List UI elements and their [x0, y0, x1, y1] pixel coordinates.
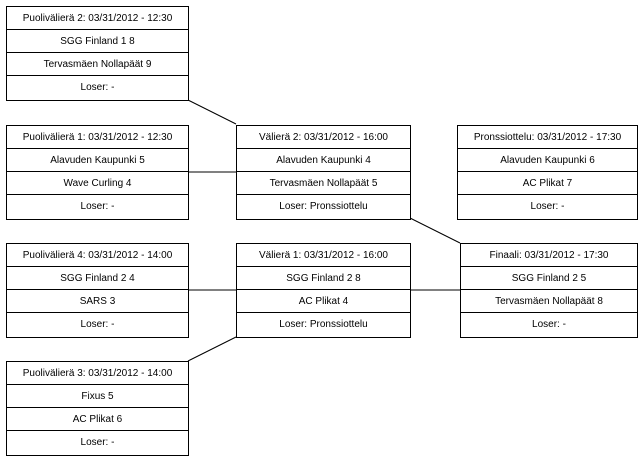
team-1: Fixus 5	[7, 385, 188, 408]
team-1: Alavuden Kaupunki 4	[237, 149, 410, 172]
loser-label: Loser: -	[530, 201, 565, 212]
team-1: SGG Finland 2 8	[237, 267, 410, 290]
loser-label: Loser: Pronssiottelu	[279, 201, 368, 212]
match-header: Puolivälierä 4: 03/31/2012 - 14:00	[7, 244, 188, 267]
match-semifinal-2: Välierä 2: 03/31/2012 - 16:00 Alavuden K…	[236, 125, 411, 220]
team-2: Tervasmäen Nollapäät 8	[461, 290, 637, 313]
team-1: SGG Finland 2 4	[7, 267, 188, 290]
match-quarterfinal-3: Puolivälierä 3: 03/31/2012 - 14:00 Fixus…	[6, 361, 189, 456]
match-quarterfinal-1: Puolivälierä 1: 03/31/2012 - 12:30 Alavu…	[6, 125, 189, 220]
match-header: Puolivälierä 2: 03/31/2012 - 12:30	[7, 7, 188, 30]
team-1: SGG Finland 2 5	[461, 267, 637, 290]
team-1: Alavuden Kaupunki 6	[458, 149, 637, 172]
connector-sf2-to-final	[409, 217, 461, 244]
match-header: Finaali: 03/31/2012 - 17:30	[461, 244, 637, 267]
connector-qf3-to-sf1	[187, 336, 237, 362]
loser-label: Loser: -	[80, 201, 115, 212]
match-header: Pronssiottelu: 03/31/2012 - 17:30	[458, 126, 637, 149]
match-header: Välierä 2: 03/31/2012 - 16:00	[237, 126, 410, 149]
loser-label: Loser: -	[532, 319, 566, 330]
match-header: Välierä 1: 03/31/2012 - 16:00	[237, 244, 410, 267]
team-2: AC Plikat 4	[237, 290, 410, 313]
match-bronze: Pronssiottelu: 03/31/2012 - 17:30 Alavud…	[457, 125, 638, 220]
match-final: Finaali: 03/31/2012 - 17:30 SGG Finland …	[460, 243, 638, 338]
team-2: Tervasmäen Nollapäät 9	[7, 53, 188, 76]
team-2: Tervasmäen Nollapäät 5	[237, 172, 410, 195]
loser-label: Loser: -	[80, 319, 115, 330]
match-semifinal-1: Välierä 1: 03/31/2012 - 16:00 SGG Finlan…	[236, 243, 411, 338]
connector-qf2-to-sf2	[187, 99, 237, 125]
loser-label: Loser: -	[80, 437, 115, 448]
match-quarterfinal-2: Puolivälierä 2: 03/31/2012 - 12:30 SGG F…	[6, 6, 189, 101]
team-2: AC Plikat 7	[458, 172, 637, 195]
loser-label: Loser: Pronssiottelu	[279, 319, 368, 330]
match-header: Puolivälierä 1: 03/31/2012 - 12:30	[7, 126, 188, 149]
match-quarterfinal-4: Puolivälierä 4: 03/31/2012 - 14:00 SGG F…	[6, 243, 189, 338]
team-1: Alavuden Kaupunki 5	[7, 149, 188, 172]
team-1: SGG Finland 1 8	[7, 30, 188, 53]
team-2: Wave Curling 4	[7, 172, 188, 195]
team-2: SARS 3	[7, 290, 188, 313]
match-header: Puolivälierä 3: 03/31/2012 - 14:00	[7, 362, 188, 385]
loser-label: Loser: -	[80, 82, 115, 93]
team-2: AC Plikat 6	[7, 408, 188, 431]
